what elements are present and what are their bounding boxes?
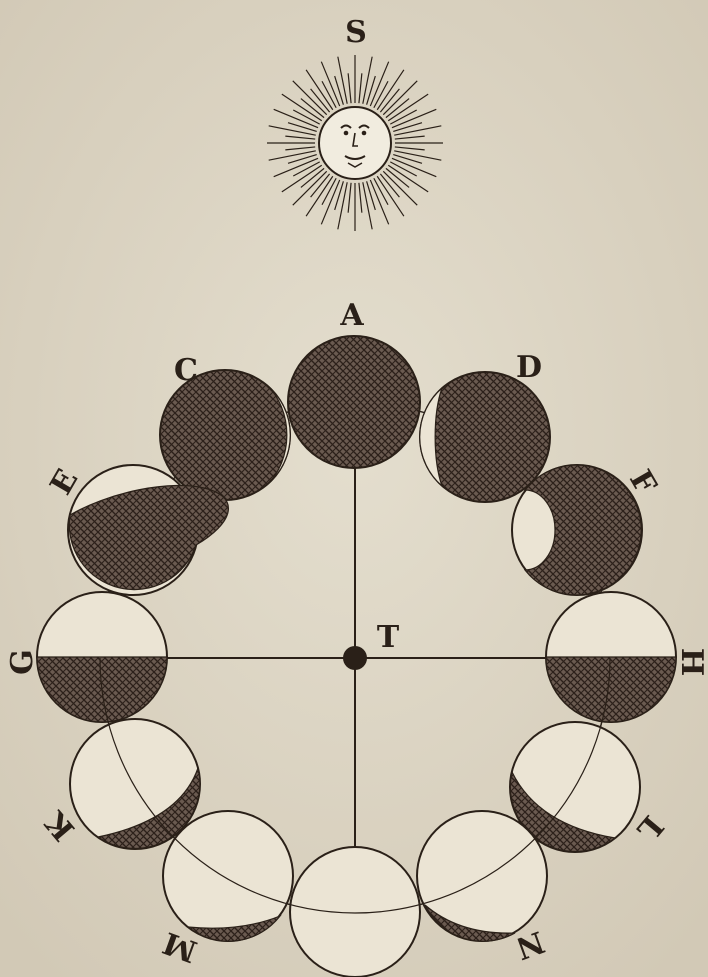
moon-c-icon (160, 370, 290, 500)
moon-g-icon (37, 592, 167, 722)
earth-icon (343, 646, 367, 670)
label-h: H (674, 648, 708, 676)
moon-k-icon (70, 719, 200, 849)
moon-f-icon (512, 465, 642, 595)
label-t: T (377, 620, 400, 655)
moon-h-icon (546, 592, 676, 722)
label-s: S (345, 15, 367, 50)
label-g: G (5, 649, 40, 675)
moon-n-icon (417, 811, 547, 941)
moon-b-icon (290, 847, 420, 977)
label-d: D (516, 350, 542, 385)
moon-m-icon (163, 811, 293, 941)
label-a: A (339, 298, 364, 333)
sun-icon (267, 55, 443, 231)
moon-d-icon (420, 372, 550, 502)
label-c: C (174, 353, 198, 388)
moon-a-icon (288, 336, 420, 468)
